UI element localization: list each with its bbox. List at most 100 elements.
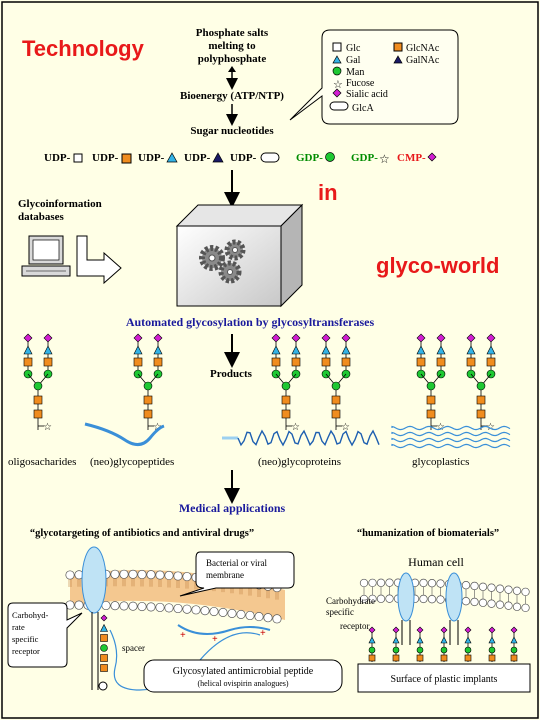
sialic-diamond-icon — [416, 626, 424, 634]
peptide-line1: Glycosylated antimicrobial peptide — [173, 666, 314, 677]
glcnac-square-icon — [153, 357, 163, 367]
cmp-sialic-label: CMP- — [397, 152, 426, 164]
receptor-right-line3: receptor — [340, 621, 369, 631]
sialic-diamond-icon — [440, 626, 448, 634]
udp-glca-label: UDP- — [230, 152, 257, 164]
sialic-diamond-icon — [368, 626, 376, 634]
glcnac-square-icon — [416, 357, 426, 367]
man-circle-icon — [100, 644, 108, 652]
gal-triangle-icon — [464, 636, 472, 644]
implant-surface-box — [357, 663, 531, 693]
left-application-title: “glycotargeting of antibiotics and antiv… — [30, 528, 254, 539]
udp-glc-label: UDP- — [44, 152, 71, 164]
glcnac-square-icon — [133, 357, 143, 367]
legend-fucose: Fucose — [346, 78, 375, 89]
gal-triangle-icon — [466, 345, 476, 355]
gal-triangle-icon — [440, 636, 448, 644]
legend-callout — [289, 29, 459, 125]
glcnac-square-icon — [331, 395, 341, 405]
glcnac-square-icon — [436, 357, 446, 367]
fucose-star-icon: ☆ — [291, 422, 300, 433]
receptor-stalk-left — [91, 612, 99, 690]
peptide-line2: (helical ovispirin analogues) — [197, 679, 288, 688]
glcnac-square-icon — [43, 357, 53, 367]
glcnac-square-icon — [476, 409, 486, 419]
udp-glcnac-label: UDP- — [92, 152, 119, 164]
man-circle-icon — [464, 646, 472, 654]
implants-label: Surface of plastic implants — [391, 674, 498, 685]
product-label-neoprot: (neo)glycoproteins — [258, 456, 341, 468]
pathway-arrow-1-up — [228, 66, 236, 72]
glcnac-square-icon — [331, 409, 341, 419]
legend-sialic: Sialic acid — [346, 89, 388, 100]
sialic-diamond-icon — [23, 333, 33, 343]
charge-plus-3: + — [260, 628, 266, 639]
man-circle-icon — [325, 152, 335, 162]
man-circle-icon — [510, 646, 518, 654]
receptor-left-line4: receptor — [12, 646, 40, 656]
membrane-line2: membrane — [206, 570, 244, 580]
glcnac-square-icon — [416, 654, 424, 662]
right-application-title: “humanization of biomaterials” — [357, 528, 499, 539]
gal-triangle-icon — [368, 636, 376, 644]
glcnac-square-icon — [281, 409, 291, 419]
membrane-line1: Bacterial or viral — [206, 558, 267, 568]
gal-triangle-icon — [166, 152, 178, 163]
legend-man: Man — [346, 67, 364, 78]
gdp-man-label: GDP- — [296, 152, 323, 164]
man-circle-icon — [368, 646, 376, 654]
receptor-right-line2: specific — [326, 607, 354, 617]
sialic-diamond-icon — [153, 333, 163, 343]
glcnac-square-icon — [464, 654, 472, 662]
glcnac-square-icon — [440, 654, 448, 662]
glcnac-square-icon — [321, 357, 331, 367]
gal-triangle-icon — [341, 345, 351, 355]
gal-triangle-icon — [416, 345, 426, 355]
glca-oval-icon — [260, 152, 280, 163]
heading-in: in — [318, 180, 338, 205]
gal-triangle-icon — [153, 345, 163, 355]
spacer-linker — [109, 629, 261, 691]
gal-triangle-icon — [392, 636, 400, 644]
charge-plus-2: + — [212, 634, 218, 645]
glcnac-square-icon — [143, 395, 153, 405]
receptor-anchor-icon — [98, 681, 108, 691]
glcnac-square-icon — [488, 654, 496, 662]
sialic-diamond-icon — [341, 333, 351, 343]
sialic-diamond-icon — [510, 626, 518, 634]
glcnac-square-icon — [100, 664, 108, 672]
human-cell-label: Human cell — [408, 555, 464, 569]
gal-triangle-icon — [416, 636, 424, 644]
glcnac-square-icon — [486, 357, 496, 367]
fucose-star-icon: ☆ — [486, 422, 495, 433]
sialic-diamond-icon — [291, 333, 301, 343]
gal-triangle-icon — [100, 623, 108, 632]
peptide-callout — [143, 659, 343, 693]
fucose-star-icon: ☆ — [436, 422, 445, 433]
glcnac-square-icon — [341, 357, 351, 367]
sialic-diamond-icon — [486, 333, 496, 343]
left-glycan-chain — [100, 614, 108, 672]
fucose-star-icon: ☆ — [333, 79, 343, 91]
pathway-step1-line3: polyphosphate — [198, 53, 267, 65]
fucose-star-icon: ☆ — [43, 422, 52, 433]
database-arrow-icon — [76, 235, 122, 285]
glycoinfo-line1: Glycoinformation — [18, 198, 102, 210]
sialic-diamond-icon — [321, 333, 331, 343]
product-label-oligo: oligosacharides — [8, 456, 76, 468]
sialic-diamond-icon — [464, 626, 472, 634]
pathway-step1-line1: Phosphate salts — [196, 27, 269, 39]
glcnac-square-icon — [426, 409, 436, 419]
glcnac-square-icon — [392, 654, 400, 662]
spacer-label: spacer — [122, 643, 145, 653]
product-label-plastics: glycoplastics — [412, 456, 469, 468]
glcnac-square-icon — [466, 357, 476, 367]
sialic-diamond-icon — [466, 333, 476, 343]
receptor-callout-left — [7, 602, 83, 668]
automated-heading: Automated glycosylation by glycosyltrans… — [126, 315, 375, 329]
antimicrobial-helix — [177, 624, 271, 635]
man-circle-icon — [392, 646, 400, 654]
legend-gal: Gal — [346, 55, 361, 66]
